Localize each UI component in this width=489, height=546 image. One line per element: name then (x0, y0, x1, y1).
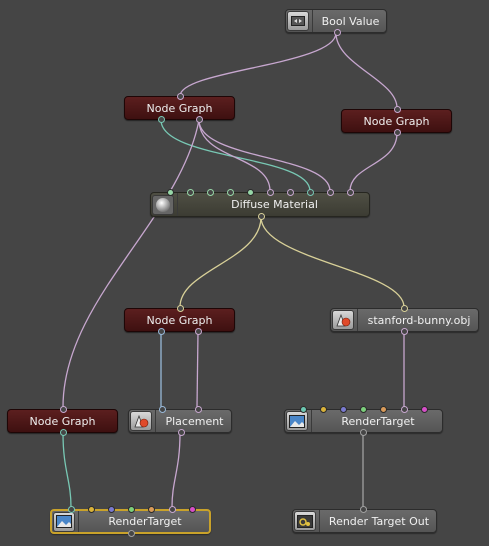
output-port[interactable] (360, 429, 367, 436)
geometry-shapes-icon (332, 310, 354, 330)
wire-placement-to-rendertarget-1 (171, 432, 181, 508)
node-graph-node-2[interactable]: Node Graph (341, 106, 452, 136)
input-port-4[interactable] (227, 189, 234, 196)
input-port[interactable] (394, 106, 401, 113)
node-label: Node Graph (146, 101, 213, 115)
input-port[interactable] (177, 93, 184, 100)
bool-value-node[interactable]: Bool Value (285, 9, 387, 36)
wire-nodegraph-2-to-diffuse (349, 132, 398, 192)
wire-diffuse-to-bunny (260, 216, 405, 308)
node-label: Node Graph (146, 313, 213, 327)
output-port-blue[interactable] (158, 328, 165, 335)
input-port-5[interactable] (247, 189, 254, 196)
node-label: Node Graph (29, 414, 96, 428)
stanford-bunny-node[interactable]: stanford-bunny.obj (330, 305, 479, 335)
input-port-2[interactable] (187, 189, 194, 196)
node-label: stanford-bunny.obj (367, 313, 471, 327)
wire-nodegraph-1-to-diffuse-teal (160, 119, 311, 192)
input-port-7[interactable] (287, 189, 294, 196)
placement-node[interactable]: Placement (128, 406, 232, 436)
wire-nodegraph-1-to-nodegraph-4 (62, 119, 200, 408)
node-graph-node-3[interactable]: Node Graph (124, 305, 235, 335)
input-port[interactable] (60, 406, 67, 413)
input-port[interactable] (401, 305, 408, 312)
image-icon (286, 411, 308, 431)
output-port-pink[interactable] (196, 116, 203, 123)
output-port[interactable] (178, 429, 185, 436)
node-label: Node Graph (363, 114, 430, 128)
node-graph-node-1[interactable]: Node Graph (124, 93, 235, 123)
node-graph-node-4[interactable]: Node Graph (7, 406, 118, 436)
output-port-pink[interactable] (195, 328, 202, 335)
wire-bool-to-nodegraph-2 (335, 32, 398, 109)
node-label: Diffuse Material (231, 198, 318, 211)
input-port-10[interactable] (347, 189, 354, 196)
input-port-pink[interactable] (401, 406, 408, 413)
image-icon (53, 511, 75, 532)
input-port-green[interactable] (128, 506, 135, 513)
input-port-orange[interactable] (380, 406, 387, 413)
input-port-blue[interactable] (159, 406, 166, 413)
input-port-green[interactable] (360, 406, 367, 413)
input-port-3[interactable] (207, 189, 214, 196)
input-port-teal[interactable] (68, 506, 75, 513)
input-port-yellow[interactable] (320, 406, 327, 413)
sphere-material-icon (152, 194, 174, 215)
node-label: Placement (165, 414, 224, 428)
input-port-6[interactable] (267, 189, 274, 196)
output-port[interactable] (394, 129, 401, 136)
input-port-1[interactable] (167, 189, 174, 196)
input-port-blue[interactable] (108, 506, 115, 513)
bool-toggle-icon (287, 11, 309, 31)
wire-diffuse-to-nodegraph-3 (179, 216, 262, 308)
output-port[interactable] (401, 328, 408, 335)
wire-nodegraph-1-to-diffuse-pink-2 (198, 119, 331, 192)
output-target-icon (294, 511, 316, 531)
input-port-magenta[interactable] (421, 406, 428, 413)
output-port[interactable] (128, 530, 135, 537)
input-port-blue[interactable] (340, 406, 347, 413)
node-label: Bool Value (321, 14, 380, 28)
input-port-9[interactable] (327, 189, 334, 196)
render-target-node-1[interactable]: RenderTarget (50, 506, 211, 537)
render-target-node-2[interactable]: RenderTarget (284, 406, 443, 436)
input-port-yellow[interactable] (88, 506, 95, 513)
input-port-orange[interactable] (148, 506, 155, 513)
wire-nodegraph-1-to-diffuse-pink (198, 119, 271, 192)
wire-nodegraph-4-to-rendertarget-1 (62, 432, 72, 508)
node-label: RenderTarget (108, 515, 182, 528)
diffuse-material-node[interactable]: Diffuse Material (150, 189, 370, 220)
wire-bool-to-nodegraph-1 (179, 32, 337, 97)
input-port-pink[interactable] (169, 506, 176, 513)
input-port-magenta[interactable] (189, 506, 196, 513)
wire-nodegraph-3-to-placement-pink (196, 331, 199, 408)
output-port[interactable] (60, 429, 67, 436)
input-port-8[interactable] (307, 189, 314, 196)
input-port[interactable] (360, 506, 367, 513)
input-port-pink[interactable] (195, 406, 202, 413)
input-port-teal[interactable] (300, 406, 307, 413)
node-label: Render Target Out (328, 514, 430, 528)
output-port[interactable] (334, 29, 341, 36)
render-target-out-node[interactable]: Render Target Out (292, 506, 437, 533)
output-port[interactable] (258, 213, 265, 220)
geometry-shapes-icon (130, 411, 152, 431)
node-label: RenderTarget (341, 414, 415, 428)
input-port[interactable] (177, 305, 184, 312)
output-port-teal[interactable] (158, 116, 165, 123)
